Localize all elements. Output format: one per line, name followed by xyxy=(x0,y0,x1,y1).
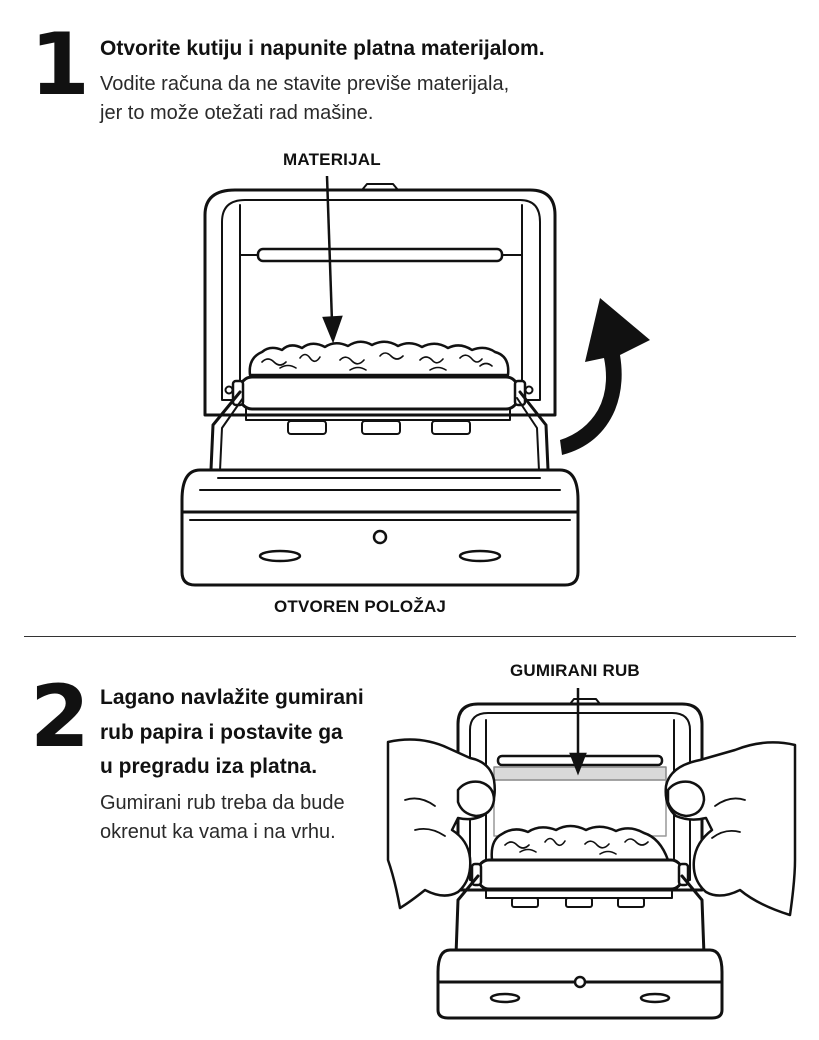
lid-bar xyxy=(258,249,502,261)
roller xyxy=(240,377,518,409)
open-position-label: OTVOREN POLOŽAJ xyxy=(274,597,446,617)
box-with-hands-illustration xyxy=(0,640,819,1040)
section-divider xyxy=(24,636,796,637)
box-base-front xyxy=(182,512,578,585)
open-box-illustration xyxy=(0,0,819,640)
lid-inner xyxy=(222,200,540,400)
material-fill xyxy=(250,342,508,375)
curved-up-arrow-icon xyxy=(560,298,650,455)
